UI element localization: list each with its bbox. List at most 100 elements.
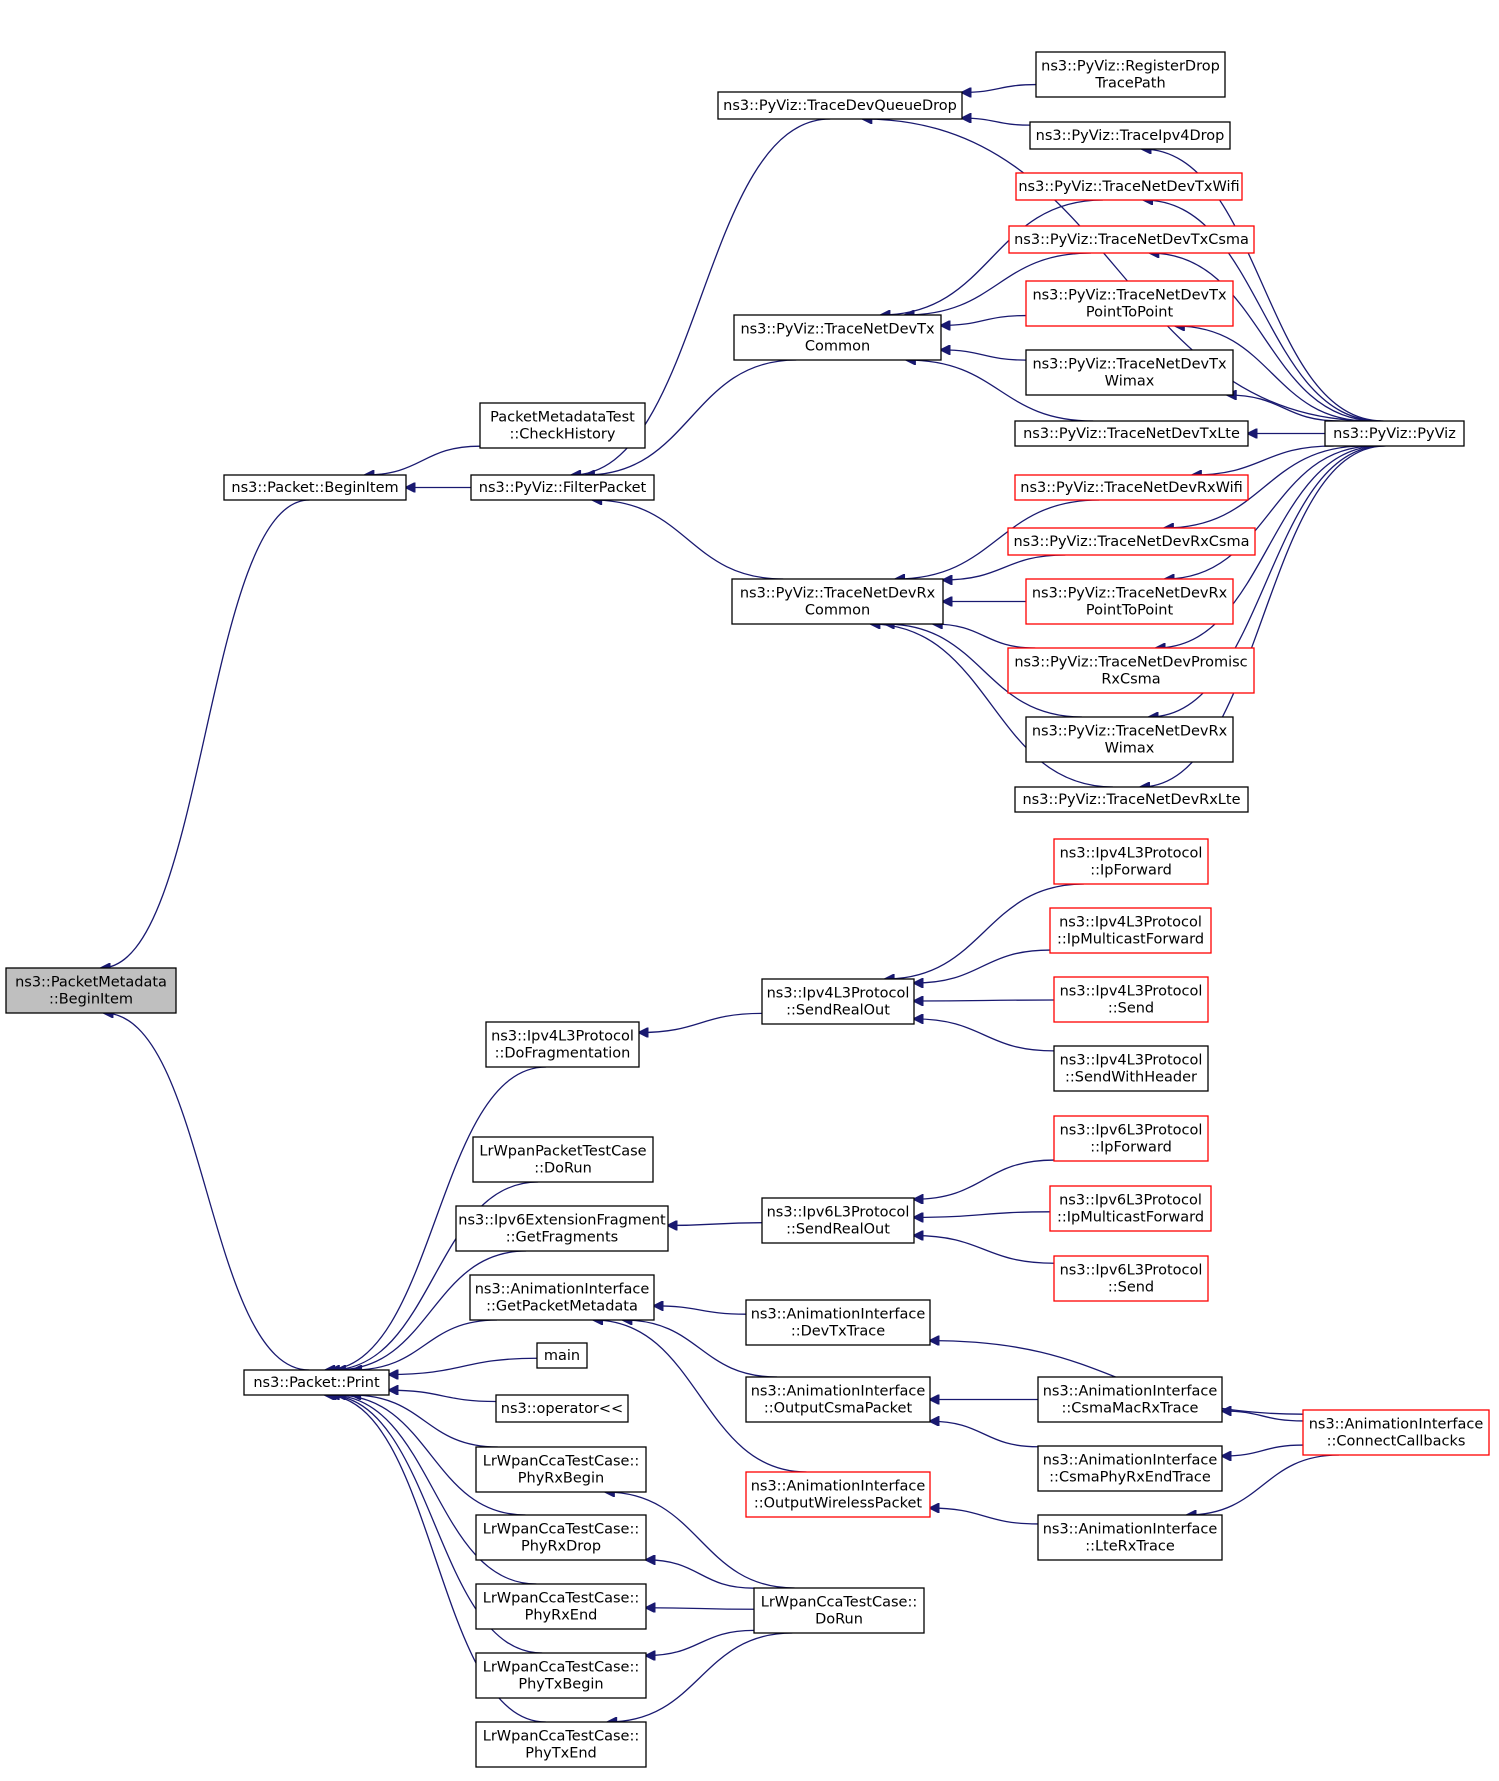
edge-layer xyxy=(101,83,1386,1722)
node-ipv6sro[interactable]: ns3::Ipv6L3Protocol::SendRealOut xyxy=(761,1197,915,1244)
node-label: ns3::PyViz::TraceNetDevTxCsma xyxy=(1014,232,1249,248)
edge-line xyxy=(585,359,797,475)
node-ipv4send[interactable]: ns3::Ipv4L3Protocol::Send xyxy=(1053,976,1209,1023)
node-pmt_check[interactable]: PacketMetadataTest::CheckHistory xyxy=(479,402,646,449)
node-lrpkt[interactable]: LrWpanPacketTestCase::DoRun xyxy=(472,1136,654,1183)
node-ipv6send[interactable]: ns3::Ipv6L3Protocol::Send xyxy=(1053,1255,1209,1302)
edge-outwifi-to-getpktmeta xyxy=(594,1320,807,1473)
node-label: ns3::AnimationInterface xyxy=(475,1282,650,1298)
edge-lterx-to-outwifi xyxy=(930,1508,1039,1525)
node-phytxbegin[interactable]: LrWpanCcaTestCase::PhyTxBegin xyxy=(475,1652,647,1699)
node-ipv4frag[interactable]: ns3::Ipv4L3Protocol::DoFragmentation xyxy=(485,1021,640,1068)
node-connect[interactable]: ns3::AnimationInterface::ConnectCallback… xyxy=(1302,1409,1490,1456)
node-box xyxy=(1014,786,1249,813)
node-box xyxy=(1025,349,1234,396)
node-qdrop[interactable]: ns3::PyViz::TraceDevQueueDrop xyxy=(717,91,963,120)
node-ipv4fwd[interactable]: ns3::Ipv4L3Protocol::IpForward xyxy=(1053,838,1209,885)
edge-line xyxy=(941,314,1027,326)
edge-line xyxy=(330,1395,537,1585)
node-label: ::CheckHistory xyxy=(510,427,616,443)
node-phyrxbegin[interactable]: LrWpanCcaTestCase::PhyRxBegin xyxy=(475,1446,647,1493)
edge-ccadorun-to-phyrxend xyxy=(646,1608,755,1610)
node-box xyxy=(1029,121,1231,150)
node-csmamac[interactable]: ns3::AnimationInterface::CsmaMacRxTrace xyxy=(1037,1376,1223,1423)
node-label: ns3::AnimationInterface xyxy=(751,1307,926,1323)
edge-devtx-to-getpktmeta xyxy=(654,1306,747,1315)
node-box xyxy=(475,1721,647,1768)
edge-line xyxy=(668,1223,763,1226)
node-label: Common xyxy=(805,339,870,355)
node-ccadorun[interactable]: LrWpanCcaTestCase::DoRun xyxy=(753,1587,925,1634)
node-label: Common xyxy=(805,603,870,619)
node-ipv6getfrag[interactable]: ns3::Ipv6ExtensionFragment::GetFragments xyxy=(455,1205,669,1252)
edge-line xyxy=(623,1320,778,1378)
node-ipv4swh[interactable]: ns3::Ipv4L3Protocol::SendWithHeader xyxy=(1053,1045,1209,1092)
node-outwifi[interactable]: ns3::AnimationInterface::OutputWirelessP… xyxy=(745,1471,931,1518)
node-rxcsma[interactable]: ns3::PyViz::TraceNetDevRxCsma xyxy=(1007,527,1256,556)
node-box xyxy=(1053,838,1209,885)
edge-line xyxy=(1222,1411,1304,1422)
node-txcsma[interactable]: ns3::PyViz::TraceNetDevTxCsma xyxy=(1008,225,1255,254)
edge-line xyxy=(1142,149,1384,422)
node-op[interactable]: ns3::operator<< xyxy=(495,1394,629,1423)
edge-ipv6getfrag-to-pkt_print xyxy=(336,1250,527,1370)
node-label: ::OutputWirelessPacket xyxy=(754,1496,923,1512)
node-pyviz[interactable]: ns3::PyViz::PyViz xyxy=(1324,420,1465,447)
node-outcsma[interactable]: ns3::AnimationInterface::OutputCsmaPacke… xyxy=(745,1376,931,1423)
node-ipv6fwd[interactable]: ns3::Ipv6L3Protocol::IpForward xyxy=(1053,1115,1209,1162)
node-phyrxend[interactable]: LrWpanCcaTestCase::PhyRxEnd xyxy=(475,1583,647,1630)
node-box xyxy=(485,1021,640,1068)
node-ipv4drop[interactable]: ns3::PyViz::TraceIpv4Drop xyxy=(1029,121,1231,150)
node-filter[interactable]: ns3::PyViz::FilterPacket xyxy=(470,474,655,501)
edge-line xyxy=(353,1319,498,1370)
edge-line xyxy=(885,624,1082,718)
node-pkt_begin[interactable]: ns3::Packet::BeginItem xyxy=(223,474,407,501)
node-box xyxy=(761,1197,915,1244)
node-label: ::GetPacketMetadata xyxy=(486,1299,638,1315)
edge-ipv6send-to-ipv6sro xyxy=(914,1236,1055,1264)
edge-line xyxy=(389,1390,497,1403)
node-label: ns3::Ipv6L3Protocol xyxy=(1059,1193,1202,1209)
node-csmaphy[interactable]: ns3::AnimationInterface::CsmaPhyRxEndTra… xyxy=(1037,1445,1223,1492)
edge-line xyxy=(646,1629,755,1655)
node-box xyxy=(753,1587,925,1634)
edge-regdrop-to-qdrop xyxy=(962,83,1037,93)
node-getpktmeta[interactable]: ns3::AnimationInterface::GetPacketMetada… xyxy=(469,1274,655,1321)
node-main[interactable]: main xyxy=(536,1342,588,1369)
edge-pyviz-to-rxp2p xyxy=(1165,445,1375,579)
node-label: TracePath xyxy=(1094,76,1165,92)
node-rxwifi[interactable]: ns3::PyViz::TraceNetDevRxWifi xyxy=(1014,474,1249,501)
node-devtx[interactable]: ns3::AnimationInterface::DevTxTrace xyxy=(745,1299,931,1346)
node-root[interactable]: ns3::PacketMetadata::BeginItem xyxy=(5,967,177,1014)
node-label: LrWpanCcaTestCase:: xyxy=(483,1522,639,1538)
node-phyrxdrop[interactable]: LrWpanCcaTestCase::PhyRxDrop xyxy=(475,1514,647,1561)
node-txlte[interactable]: ns3::PyViz::TraceNetDevTxLte xyxy=(1014,420,1249,447)
node-rxlte[interactable]: ns3::PyViz::TraceNetDevRxLte xyxy=(1014,786,1249,813)
node-pkt_print[interactable]: ns3::Packet::Print xyxy=(243,1369,390,1396)
edge-line xyxy=(1175,326,1370,422)
edge-txcsma-to-txcommon xyxy=(905,252,1092,315)
node-phytxend[interactable]: LrWpanCcaTestCase::PhyTxEnd xyxy=(475,1721,647,1768)
node-label: PointToPoint xyxy=(1086,305,1174,321)
node-box xyxy=(5,967,177,1014)
node-box xyxy=(1014,474,1249,501)
node-box xyxy=(761,978,915,1025)
node-label: ::OutputCsmaPacket xyxy=(764,1401,913,1417)
node-label: ::IpForward xyxy=(1090,863,1172,879)
node-label: ns3::Ipv4L3Protocol xyxy=(491,1029,634,1045)
node-txwifi[interactable]: ns3::PyViz::TraceNetDevTxWifi xyxy=(1015,172,1243,201)
node-ipv6mfwd[interactable]: ns3::Ipv6L3Protocol::IpMulticastForward xyxy=(1049,1185,1212,1232)
node-ipv4mfwd[interactable]: ns3::Ipv4L3Protocol::IpMulticastForward xyxy=(1049,907,1212,954)
node-label: ns3::PyViz::TraceNetDevPromisc xyxy=(1014,655,1247,671)
edge-rxlte-to-rxcommon xyxy=(871,624,1113,788)
node-lterx[interactable]: ns3::AnimationInterface::LteRxTrace xyxy=(1037,1514,1223,1561)
node-ipv4sro[interactable]: ns3::Ipv4L3Protocol::SendRealOut xyxy=(761,978,915,1025)
